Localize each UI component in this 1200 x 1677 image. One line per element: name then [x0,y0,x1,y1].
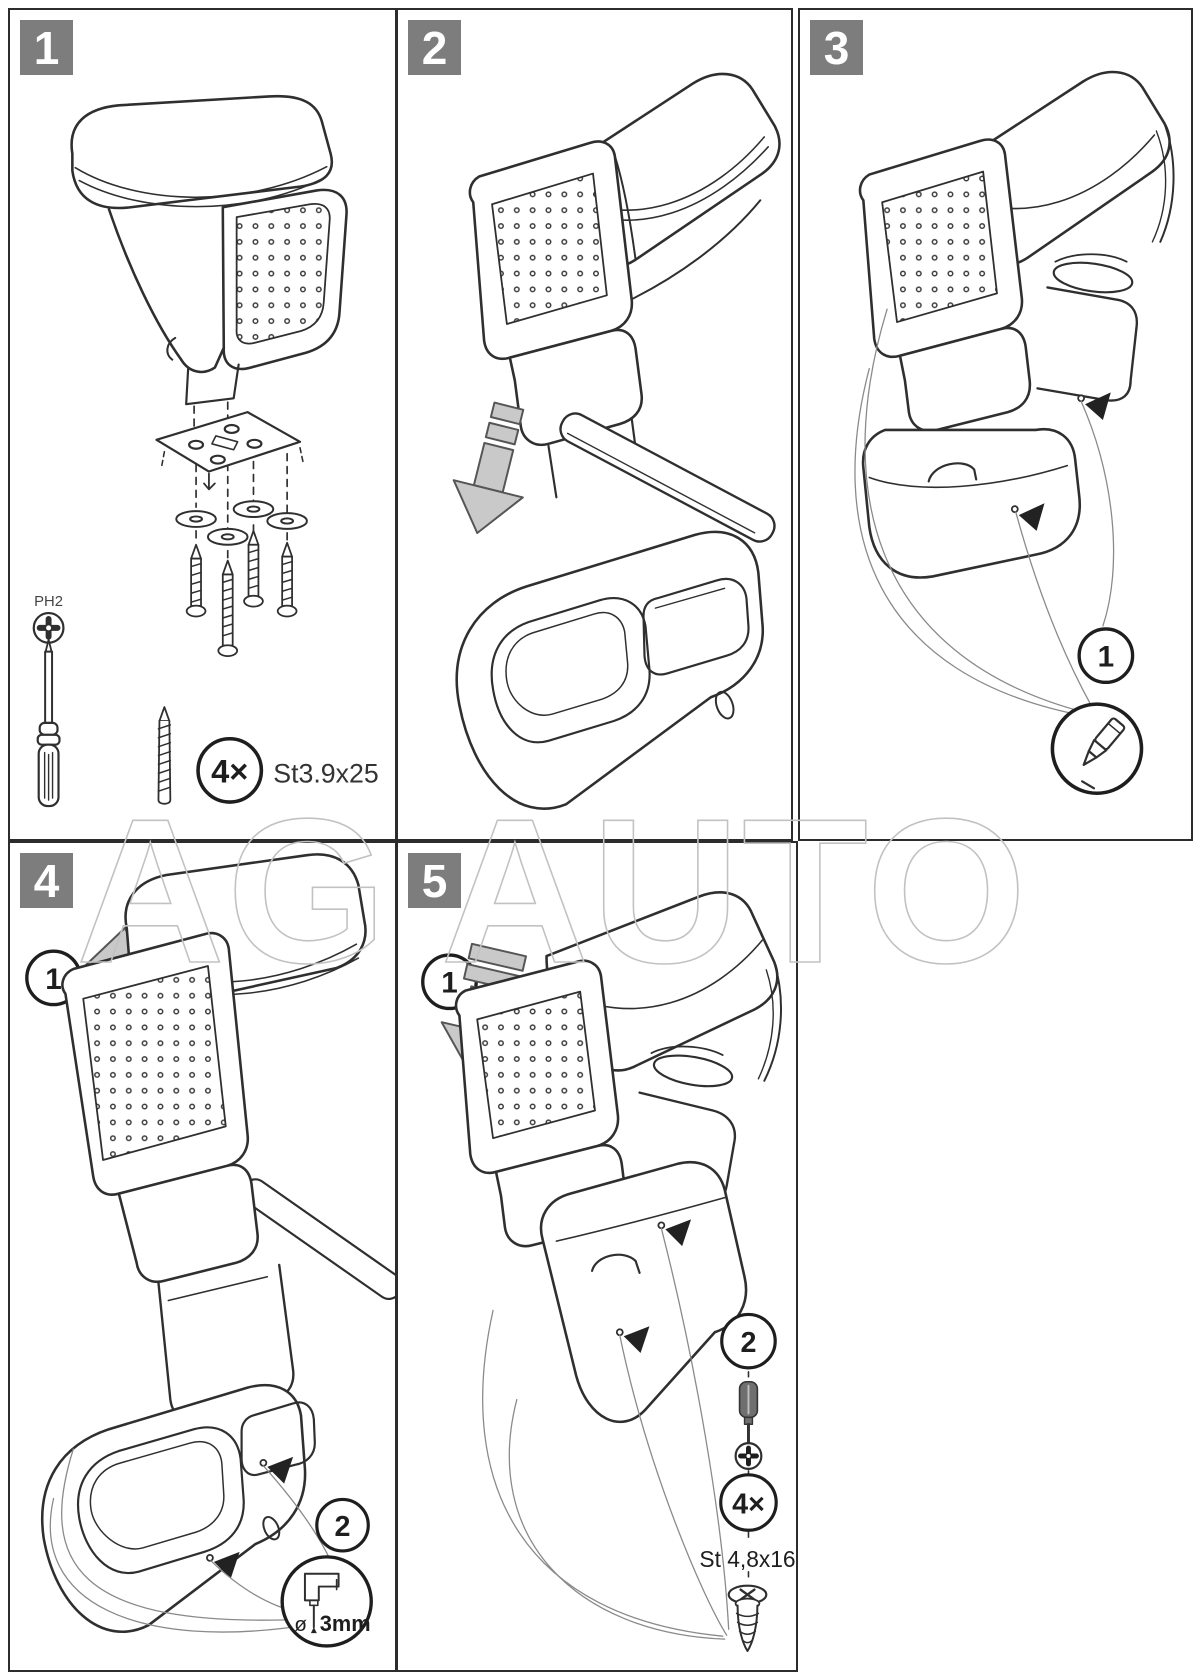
callout-number: 2 [740,1327,756,1359]
screwdriver-icon [734,1380,763,1470]
callout-circle [315,1497,370,1553]
drill-size-label: 3mm [320,1611,371,1636]
callout-number: 2 [335,1511,351,1543]
bit-size-label: PH2 [34,594,63,610]
screw-icon [727,1584,768,1653]
panel-step-3: 3 [798,8,1193,841]
callout-number: 1 [1098,641,1115,674]
slide-down-arrow [452,401,525,534]
screwdriver-icon [36,638,61,808]
callout-number: 1 [441,967,458,1000]
screws [185,530,298,657]
marker-pen-icon [1082,717,1126,766]
quantity-label: 4× [732,1488,765,1520]
step-number-badge: 3 [810,20,863,75]
panel-step-4: 4 1 [8,841,397,1672]
screw-spec-label: St 4,8x16 [699,1546,795,1572]
callout-circle [1077,627,1135,685]
mounting-plate [155,411,304,491]
console-drawing [539,1045,748,1424]
step2-drawing [452,72,781,810]
quantity-label: 4× [211,752,248,789]
callout-circle [720,1312,777,1370]
armrest-drawing [70,94,348,406]
panel-step-1: 1 [8,8,397,841]
leader-lines [482,1227,730,1640]
panel-step-2: 2 [396,8,793,841]
step3-drawing: 1 [854,70,1175,796]
callout-number: 1 [45,963,62,996]
step-number-badge: 1 [20,20,73,75]
quantity-circle [719,1473,778,1532]
leader-lines [854,308,1115,718]
drill-diameter-symbol: ø [294,1613,307,1636]
armrest-drawing [468,72,781,499]
panel-step-5: 5 1 [396,841,798,1672]
screw-spec-label: St3.9x25 [273,758,378,788]
console-drawing [455,412,776,810]
console-drawing [41,1383,316,1633]
quantity-circle [196,736,264,804]
step-number-badge: 4 [20,853,73,908]
step-number-badge: 2 [408,20,461,75]
armrest-drawing [454,891,782,1248]
drill-icon [303,1572,340,1634]
screw-icon [157,706,172,805]
hole-markers [206,1456,294,1579]
projection-lines [193,401,288,560]
step4-drawing: 1 [25,853,395,1648]
step-number-badge: 5 [408,853,461,908]
phillips-bit-icon [32,611,65,644]
washers [175,500,308,546]
mark-stroke [1081,780,1096,790]
step5-drawing: 1 [421,891,796,1653]
step1-drawing: PH2 [32,94,379,808]
armrest-on-console-drawing [858,70,1175,579]
armrest-drawing [61,853,395,1422]
